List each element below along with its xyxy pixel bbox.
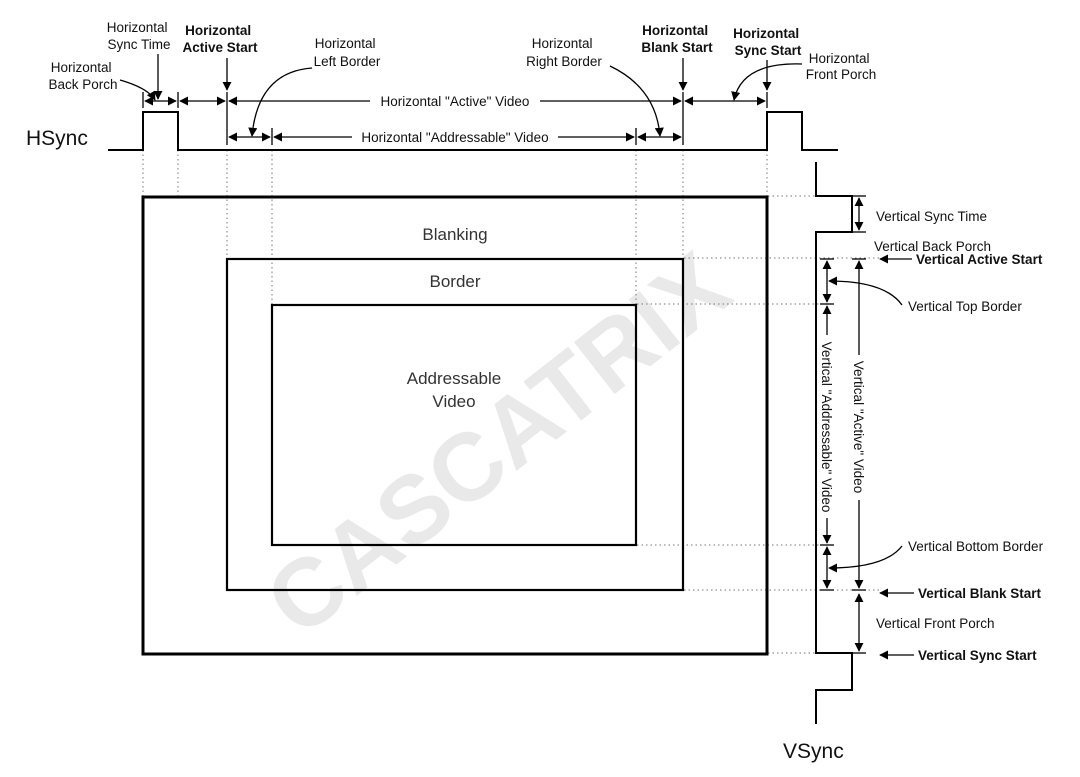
horizontal-front-porch-label: Horizontal Front Porch	[806, 51, 877, 82]
hsync-label: HSync	[26, 127, 88, 150]
vertical-front-porch-label: Vertical Front Porch	[876, 616, 995, 631]
vertical-addressable-video-label: Vertical "Addressable" Video	[819, 342, 834, 513]
vertical-sync-time-label: Vertical Sync Time	[876, 209, 987, 224]
vertical-back-porch-label: Vertical Back Porch	[874, 239, 991, 254]
addressable-label-line1: Addressable	[407, 369, 502, 388]
horizontal-left-border-label: Horizontal Left Border	[314, 36, 381, 69]
horizontal-addressable-video-label: Horizontal "Addressable" Video	[361, 130, 548, 145]
addressable-video-region	[270, 303, 638, 547]
vertical-blank-start-label: Vertical Blank Start	[918, 586, 1042, 601]
watermark: CASCATRIX	[247, 232, 749, 657]
horizontal-back-porch-label: Horizontal Back Porch	[48, 60, 117, 92]
border-label: Border	[429, 272, 480, 291]
blanking-label: Blanking	[422, 225, 487, 244]
horizontal-sync-time-label: Horizontal Sync Time	[107, 20, 172, 52]
addressable-label-line2: Video	[432, 392, 475, 411]
vertical-bottom-border-label: Vertical Bottom Border	[908, 539, 1044, 554]
vertical-sync-start-label: Vertical Sync Start	[918, 648, 1037, 663]
vertical-top-border-label: Vertical Top Border	[908, 299, 1022, 314]
vsync-label: VSync	[783, 740, 844, 763]
horizontal-right-border-label: Horizontal Right Border	[526, 36, 602, 69]
horizontal-sync-start-label: Horizontal Sync Start	[733, 26, 803, 58]
vsync-waveform	[815, 162, 853, 724]
hsync-waveform	[108, 111, 838, 151]
horizontal-active-start-label: Horizontal Active Start	[182, 23, 258, 55]
border-region	[225, 257, 685, 592]
vertical-active-start-label: Vertical Active Start	[916, 252, 1043, 267]
blanking-region	[141, 195, 769, 656]
horizontal-active-video-label: Horizontal "Active" Video	[381, 94, 530, 109]
vertical-active-video-label: Vertical "Active" Video	[851, 361, 866, 493]
horizontal-blank-start-label: Horizontal Blank Start	[641, 23, 713, 55]
